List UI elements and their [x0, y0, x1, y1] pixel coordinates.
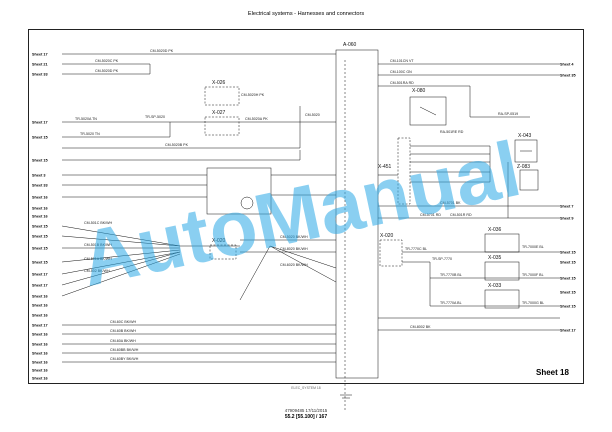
sheet-ref-left: Sheet 16	[32, 376, 48, 380]
connector-label-x036: X-036	[488, 227, 502, 233]
sheet-ref-left: Sheet 15	[32, 260, 48, 264]
sheet-ref-right: Sheet 7	[560, 204, 574, 208]
connector-label-x080: X-080	[412, 88, 426, 94]
wire-label: CM-60A BK/WH	[110, 339, 136, 343]
sheet-ref-right: Sheet 15	[560, 250, 576, 254]
sheet-ref-left: Sheet 17	[32, 52, 48, 56]
wire-label: CM-501R RD	[450, 213, 472, 217]
wire-label: TR-7770B BL	[440, 273, 462, 277]
wire-label: CM-100C GN	[390, 70, 412, 74]
sheet-ref-left: Sheet 16	[32, 214, 48, 218]
reference-code: ELEC_SYSTEM 18	[291, 386, 321, 390]
sheet-ref-left: Sheet 16	[32, 303, 48, 307]
wire-label: CM-501RA RD	[390, 81, 414, 85]
connector-block-a060	[335, 49, 379, 379]
wire-label: TR-7770C BL	[405, 247, 427, 251]
wire-label: RA-501RE RD	[440, 130, 464, 134]
connector-label-x027: X-027	[212, 110, 226, 116]
connector-label-x033: X-033	[488, 283, 502, 289]
sheet-ref-left: Sheet 17	[32, 120, 48, 124]
sheet-ref-left: Sheet 16	[32, 368, 48, 372]
sheet-label: Sheet 18	[536, 368, 569, 377]
wire-label: CM-60C BK/WH	[110, 320, 137, 324]
diagram-frame	[28, 29, 584, 384]
sheet-ref-right: Sheet 15	[560, 304, 576, 308]
wire-label: RA-SP-0519	[498, 112, 518, 116]
wire-label: CM-5020A PK	[245, 117, 268, 121]
sheet-ref-left: Sheet 16	[32, 360, 48, 364]
sheet-ref-left: Sheet 33	[32, 183, 48, 187]
wire-label: CM-60B BK/WH	[110, 329, 136, 333]
sheet-ref-left: Sheet 15	[32, 135, 48, 139]
wire-label: CM-5701 BK	[440, 201, 461, 205]
connector-label-a060: A-060	[343, 42, 357, 48]
wire-label: TR-5020 TN	[80, 132, 100, 136]
sheet-ref-left: Sheet 17	[32, 283, 48, 287]
connector-label-x035: X-035	[488, 255, 502, 261]
wire-label: CM-6020 BK/WH	[280, 263, 308, 267]
wire-label: TR-SP-5020	[145, 115, 165, 119]
sheet-ref-left: Sheet 33	[32, 72, 48, 76]
connector-label-z083: Z-083	[517, 164, 530, 170]
sheet-ref-right: Sheet 4	[560, 62, 574, 66]
wire-label: CM-8020 BK/WH	[280, 247, 308, 251]
wire-label: CM-5020	[305, 113, 320, 117]
wire-label: CM-5020D PK	[150, 49, 174, 53]
connector-label-x020: X-020	[212, 238, 226, 244]
sheet-ref-left: Sheet 16	[32, 351, 48, 355]
sheet-ref-left: Sheet 17	[32, 323, 48, 327]
sheet-ref-right: Sheet 15	[560, 260, 576, 264]
wire-label: CM-5701 RD	[420, 213, 441, 217]
wire-label: TR-SP-7770	[432, 257, 452, 261]
sheet-ref-left: Sheet 15	[32, 246, 48, 250]
wire-label: CM-8002 BK	[410, 325, 431, 329]
sheet-ref-right: Sheet 9	[560, 216, 574, 220]
wire-label: TR-7000G BL	[522, 301, 544, 305]
wire-label: CM-5020H PK	[241, 93, 265, 97]
connector-label-x026: X-026	[212, 80, 226, 86]
sheet-ref-left: Sheet 17	[32, 272, 48, 276]
connector-label-x451: X-451	[378, 164, 392, 170]
wire-label: CM-5020 BK/WH	[280, 235, 308, 239]
wire-label: TR-5020A TN	[75, 117, 97, 121]
footer-code: 47909485 17/11/2015	[284, 408, 328, 413]
connector-label-x043: X-043	[518, 133, 532, 139]
sheet-ref-left: Sheet 16	[32, 206, 48, 210]
wire-label: CM-5020D PK	[95, 69, 119, 73]
sheet-ref-left: Sheet 15	[32, 158, 48, 162]
wire-label: CM-5020B PK	[165, 143, 189, 147]
sheet-ref-left: Sheet 21	[32, 62, 48, 66]
wire-label: CM-5020C PK	[95, 59, 119, 63]
sheet-ref-right: Sheet 17	[560, 328, 576, 332]
sheet-ref-left: Sheet 16	[32, 342, 48, 346]
sheet-ref-left: Sheet 16	[32, 294, 48, 298]
sheet-ref-right: Sheet 15	[560, 290, 576, 294]
wire-label: CM-501C BK/WH	[84, 221, 113, 225]
wire-label: CM-501A BK/WH	[84, 257, 112, 261]
sheet-ref-left: Sheet 16	[32, 332, 48, 336]
wire-label: TR-7770A BL	[440, 301, 462, 305]
sheet-ref-left: Sheet 16	[32, 313, 48, 317]
sheet-ref-left: Sheet 3	[32, 173, 46, 177]
sheet-ref-left: Sheet 16	[32, 195, 48, 199]
wire-label: TR-7000F BL	[522, 273, 544, 277]
page-title: Electrical systems - Harnesses and conne…	[247, 11, 365, 17]
wire-label: CM-60BY BK/WH	[110, 357, 139, 361]
sheet-ref-left: Sheet 15	[32, 224, 48, 228]
footer-page: 55.2 [55.100] / 167	[284, 414, 328, 420]
wire-label: CM-101CN VT	[390, 59, 414, 63]
wire-label: CM-501B BK/WH	[84, 243, 112, 247]
connector-label-x020b: X-020	[380, 233, 394, 239]
sheet-ref-right: Sheet 35	[560, 73, 576, 77]
wire-label: CM-60BB BK/WH	[110, 348, 139, 352]
wire-label: TR-7000E BL	[522, 245, 544, 249]
sheet-ref-left: Sheet 15	[32, 234, 48, 238]
wire-label: CM-502 BK/WH	[84, 269, 110, 273]
sheet-ref-right: Sheet 15	[560, 276, 576, 280]
